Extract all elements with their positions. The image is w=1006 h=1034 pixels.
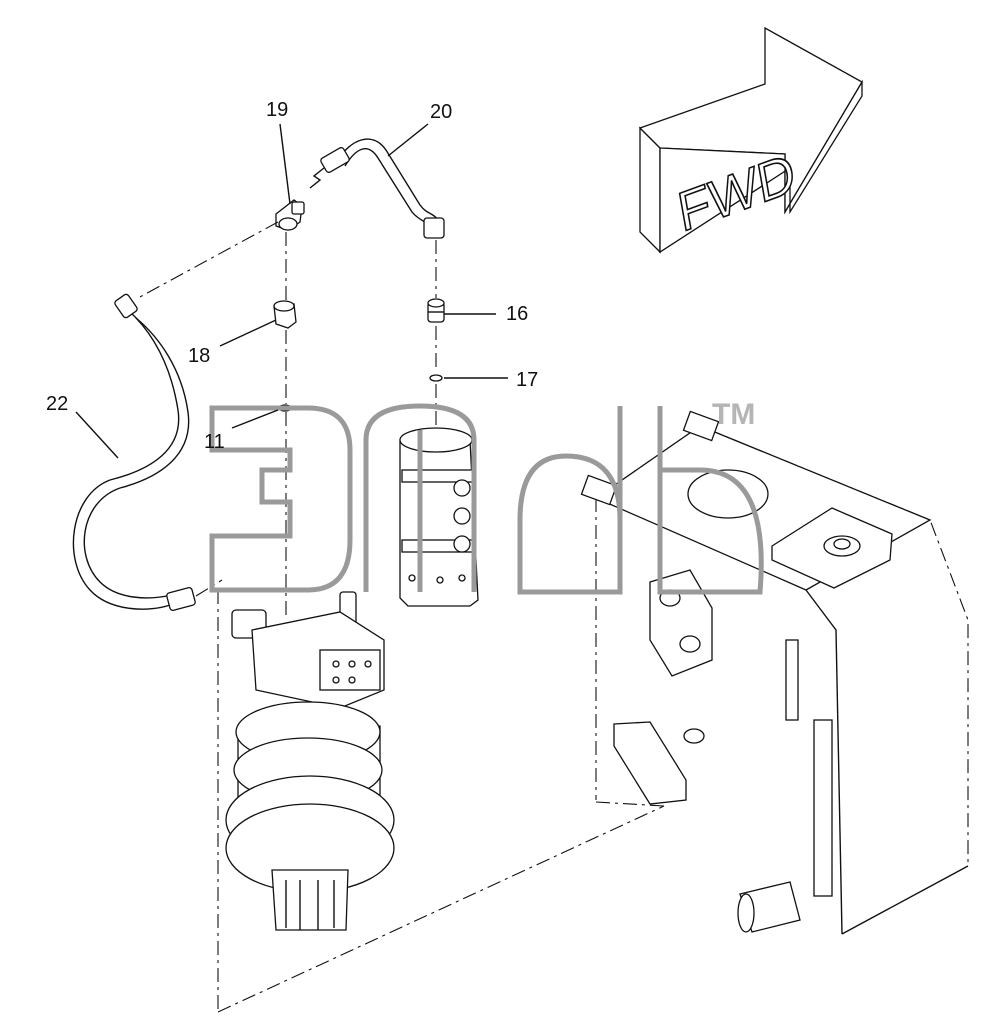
fitting-16: [427, 298, 445, 323]
hose-20: [309, 138, 445, 239]
swing-motor: [225, 591, 395, 931]
swivel-joint: [399, 427, 479, 607]
o-ring-17: [429, 374, 443, 382]
callout-22: 22: [46, 393, 68, 415]
callout-20: 20: [430, 101, 452, 123]
leader-lines: [75, 123, 508, 459]
hose-22: [72, 293, 196, 612]
callout-19: 19: [266, 99, 288, 121]
callout-11: 11: [204, 431, 225, 453]
callout-17: 17: [516, 369, 538, 391]
hydraulic-tank: [580, 410, 969, 935]
elbow-fitting-19: [275, 199, 305, 231]
watermark-logo: TM: [209, 398, 764, 595]
callout-16: 16: [506, 303, 528, 325]
watermark-tm: TM: [712, 398, 755, 431]
callout-18: 18: [188, 345, 210, 367]
assembly-lines: [137, 221, 665, 1013]
fwd-arrow: FWD: [638, 26, 863, 254]
fitting-18: [273, 300, 297, 329]
